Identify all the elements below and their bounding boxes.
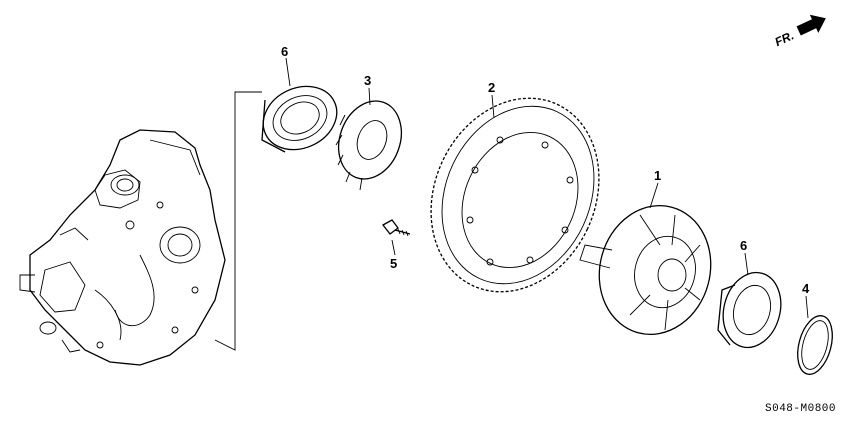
part-code: S048-M0800 (765, 403, 836, 415)
callout-leaders (285, 57, 809, 319)
arrow-right-icon (796, 14, 826, 36)
callout-3: 3 (364, 73, 371, 88)
transmission-housing (19, 129, 226, 366)
callout-1: 1 (654, 168, 661, 183)
callout-6-top: 6 (281, 44, 288, 59)
snap-ring (797, 315, 833, 375)
bearing-right (717, 271, 782, 349)
differential-carrier (579, 204, 712, 336)
bearing-top (261, 85, 338, 153)
callout-4: 4 (802, 281, 810, 296)
callout-6-right: 6 (740, 238, 747, 253)
callout-2: 2 (488, 80, 495, 95)
callout-5: 5 (390, 256, 397, 271)
speedometer-gear (335, 100, 402, 191)
bracket-line (214, 91, 262, 351)
ring-gear (430, 97, 600, 293)
bolt (382, 219, 411, 237)
front-direction-indicator: FR. (773, 14, 826, 49)
front-label: FR. (773, 28, 796, 49)
